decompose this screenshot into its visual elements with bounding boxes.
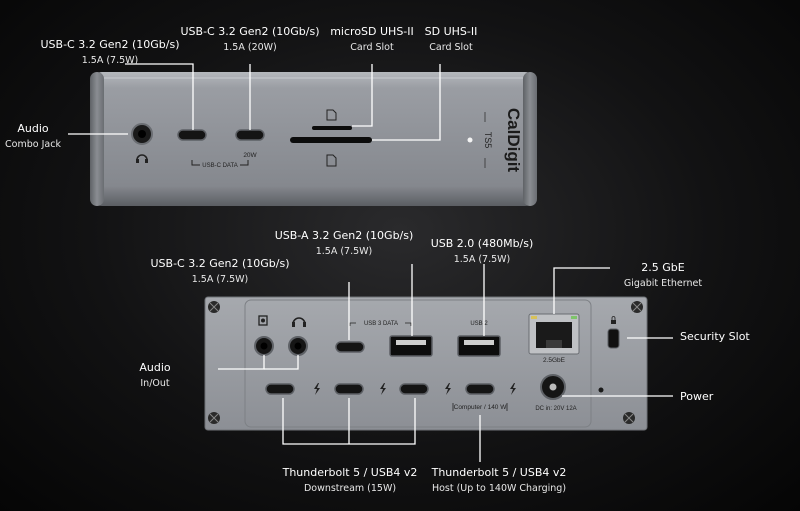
callout-audio-inout: Audio In/Out	[139, 361, 171, 389]
callout-audio-combo: Audio Combo Jack	[5, 122, 61, 150]
callout-power: Power	[680, 390, 714, 403]
lock-icon	[611, 316, 616, 324]
callout-ethernet: 2.5 GbE Gigabit Ethernet	[623, 261, 703, 289]
ethernet-label: 2.5GbE	[543, 357, 566, 364]
callout-security: Security Slot	[680, 330, 750, 343]
callout-rear-usba: USB-A 3.2 Gen2 (10Gb/s) 1.5A (7.5W)	[274, 229, 414, 257]
rear-body	[204, 296, 648, 431]
callout-tb-downstream: Thunderbolt 5 / USB4 v2 Downstream (15W)	[282, 466, 418, 494]
front-usbc-port-2[interactable]	[235, 129, 265, 141]
usb3-data-label: USB 3 DATA	[364, 321, 398, 327]
callout-front-usbc-left: USB-C 3.2 Gen2 (10Gb/s) 1.5A (7.5W)	[40, 38, 180, 66]
front-panel: 20W USB-C DATA TS5 CalDigit	[90, 72, 537, 206]
power-led	[467, 137, 473, 143]
security-slot[interactable]	[607, 328, 620, 349]
headphone-icon	[292, 317, 306, 327]
usb2-label: USB 2	[470, 321, 488, 327]
tb-downstream-port-1[interactable]	[265, 383, 295, 395]
computer-label: Computer / 140 W	[454, 404, 508, 411]
brand-logo: CalDigit	[504, 108, 523, 173]
callout-rear-usbc: USB-C 3.2 Gen2 (10Gb/s) 1.5A (7.5W)	[150, 257, 290, 285]
screw-icon	[208, 301, 643, 424]
tb-downstream-port-2[interactable]	[334, 383, 364, 395]
callout-sd: SD UHS-II Card Slot	[424, 25, 478, 53]
usbc-data-label: USB-C DATA	[202, 163, 237, 169]
model-label: TS5	[483, 132, 493, 149]
rear-usba-3-port[interactable]	[389, 335, 433, 357]
sd-card-icon	[326, 109, 337, 167]
front-20w-label: 20W	[243, 152, 257, 159]
thunderbolt-icon	[314, 383, 516, 395]
mic-icon	[258, 315, 268, 326]
callout-rear-usb2: USB 2.0 (480Mb/s) 1.5A (7.5W)	[430, 237, 534, 265]
dc-in-label: DC in: 20V 12A	[535, 406, 576, 412]
tb-host-port[interactable]	[465, 383, 495, 395]
callout-lines	[68, 63, 673, 462]
callout-microsd: microSD UHS-II Card Slot	[330, 25, 414, 53]
callout-tb-host: Thunderbolt 5 / USB4 v2 Host (Up to 140W…	[431, 466, 567, 494]
front-usbc-port-1[interactable]	[177, 129, 207, 141]
rear-panel: USB 3 DATA USB 2 2.5GbE Comp	[204, 296, 648, 431]
front-left-cap	[90, 72, 104, 206]
rear-usbc-port[interactable]	[335, 341, 365, 353]
callout-front-usbc-right: USB-C 3.2 Gen2 (10Gb/s) 1.5A (20W)	[180, 25, 320, 53]
headset-icon	[136, 154, 148, 163]
rear-usba-2-port[interactable]	[457, 335, 501, 357]
power-button[interactable]	[598, 387, 604, 393]
microsd-slot[interactable]	[312, 126, 352, 130]
sd-slot[interactable]	[290, 137, 372, 143]
front-right-cap	[523, 72, 537, 206]
tb-downstream-port-3[interactable]	[399, 383, 429, 395]
